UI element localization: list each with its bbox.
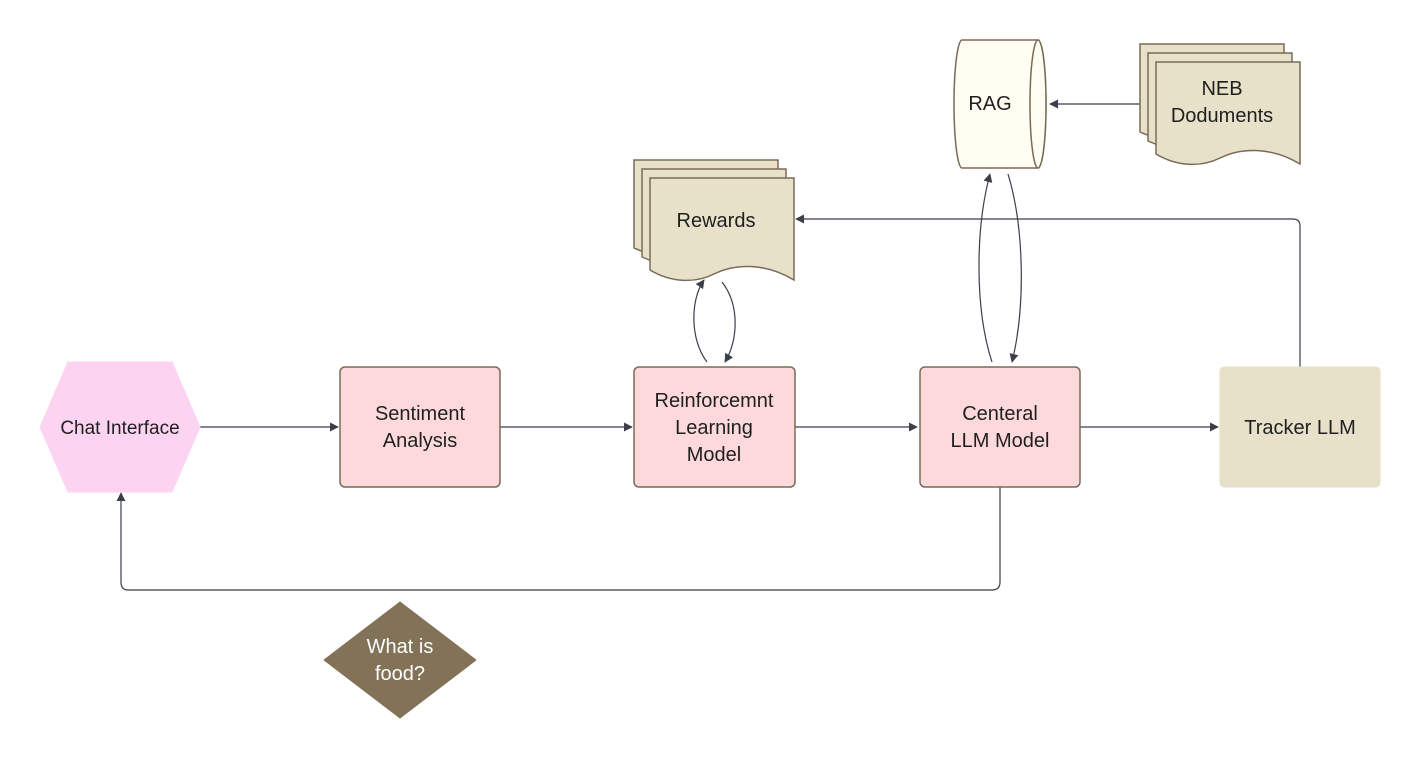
edges	[116, 99, 1301, 591]
rag-node[interactable]: RAG	[953, 39, 1047, 169]
reinforcement-learning-box	[633, 366, 796, 488]
tracker-llm-box	[1219, 366, 1381, 488]
edge-tracker-to-rewards	[795, 214, 1301, 367]
tracker-llm-label: Tracker LLM	[1244, 417, 1356, 439]
chat-interface-node[interactable]: Chat Interface	[39, 361, 201, 493]
edge-reinforcement-to-rewards	[693, 279, 708, 363]
edge-central-to-chat	[116, 487, 1001, 591]
edge-rag-to-central	[1007, 173, 1022, 363]
reinforcement-learning-node[interactable]: Reinforcemnt Learning Model	[633, 366, 796, 488]
central-llm-box	[919, 366, 1081, 488]
rag-cylinder-cap	[1029, 39, 1047, 169]
neb-documents-node[interactable]: NEB Doduments	[1139, 43, 1301, 166]
sentiment-analysis-node[interactable]: Sentiment Analysis	[339, 366, 501, 488]
rewards-doc-front	[649, 177, 795, 282]
edge-central-to-rag	[978, 173, 993, 363]
decision-label-line2: food?	[375, 663, 425, 685]
rewards-label: Rewards	[677, 210, 756, 232]
tracker-llm-node[interactable]: Tracker LLM	[1219, 366, 1381, 488]
sentiment-analysis-box	[339, 366, 501, 488]
rewards-node[interactable]: Rewards	[633, 159, 795, 282]
decision-node[interactable]: What is food?	[323, 601, 477, 719]
edge-rewards-to-reinforcement	[721, 281, 736, 363]
sentiment-analysis-label-line2: Analysis	[383, 430, 457, 452]
chat-interface-hexagon	[39, 361, 201, 493]
rag-label: RAG	[968, 93, 1011, 115]
decision-diamond	[323, 601, 477, 719]
reinforcement-learning-label-line2: Learning	[675, 417, 753, 439]
reinforcement-learning-label-line3: Model	[687, 444, 741, 466]
sentiment-analysis-label-line1: Sentiment	[375, 403, 465, 425]
neb-doc-front	[1155, 61, 1301, 166]
neb-documents-label-line1: NEB	[1201, 78, 1242, 100]
chat-interface-label: Chat Interface	[60, 418, 179, 439]
central-llm-label-line2: LLM Model	[951, 430, 1050, 452]
neb-documents-label-line2: Doduments	[1171, 105, 1273, 127]
central-llm-node[interactable]: Centeral LLM Model	[919, 366, 1081, 488]
decision-label-line1: What is	[367, 636, 434, 658]
reinforcement-learning-label-line1: Reinforcemnt	[655, 390, 774, 412]
central-llm-label-line1: Centeral	[962, 403, 1038, 425]
